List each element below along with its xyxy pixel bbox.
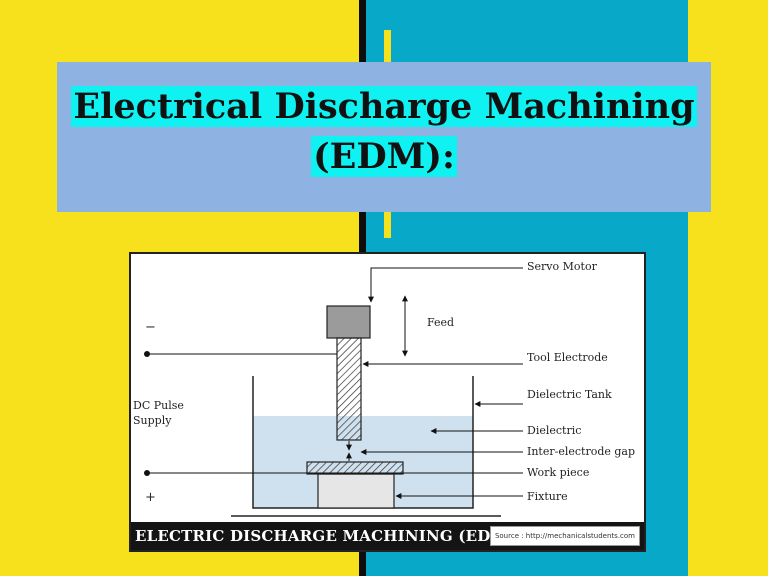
accent-bar-top	[384, 30, 391, 72]
source-chip: Source : http://mechanicalstudents.com	[489, 526, 640, 546]
fixture	[317, 473, 395, 509]
work-piece	[306, 461, 404, 475]
label-feed: Feed	[427, 316, 455, 329]
label-plus: +	[145, 490, 156, 505]
label-tool-electrode: Tool Electrode	[527, 351, 608, 364]
label-dc-pulse-2: Supply	[133, 414, 172, 427]
edm-diagram-drawing	[144, 267, 523, 517]
label-minus: −	[145, 320, 156, 335]
label-inter-electrode-gap: Inter-electrode gap	[527, 445, 636, 458]
title-line-2: (EDM):	[57, 136, 711, 177]
label-dielectric: Dielectric	[527, 424, 582, 437]
servo-motor-arrow	[368, 267, 523, 303]
tool-electrode	[336, 337, 362, 441]
label-dc-pulse-1: DC Pulse	[133, 399, 184, 412]
accent-bar-bottom	[384, 190, 391, 238]
title-text-2: (EDM):	[311, 136, 457, 177]
label-work-piece: Work piece	[527, 466, 590, 479]
label-fixture: Fixture	[527, 490, 568, 503]
title-text-1: Electrical Discharge Machining	[71, 86, 697, 127]
label-dielectric-tank: Dielectric Tank	[527, 388, 612, 401]
diagram-caption: ELECTRIC DISCHARGE MACHINING (EDM)	[135, 527, 515, 545]
title-line-1: Electrical Discharge Machining	[57, 86, 711, 127]
label-servo-motor: Servo Motor	[527, 260, 597, 273]
servo-motor	[326, 305, 371, 339]
caption-bar: ELECTRIC DISCHARGE MACHINING (EDM) Sourc…	[131, 522, 644, 550]
title-box: Electrical Discharge Machining (EDM):	[57, 62, 711, 212]
edm-diagram: Servo Motor Feed − Tool Electrode Dielec…	[129, 252, 646, 552]
